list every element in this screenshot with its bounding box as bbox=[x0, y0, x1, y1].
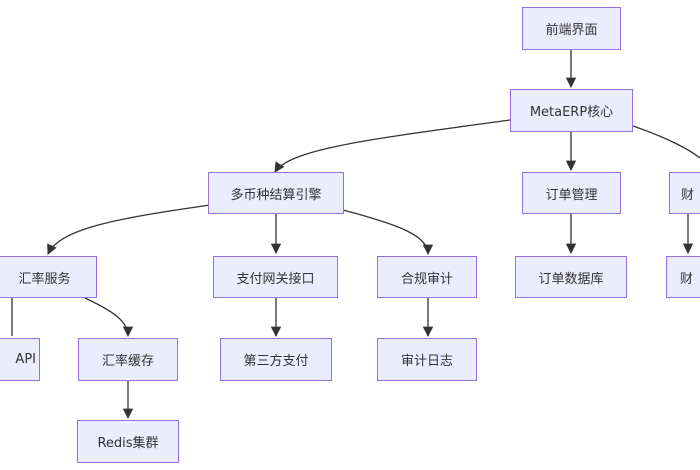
node-fx-cache: 汇率缓存 bbox=[78, 338, 178, 381]
node-order-mgmt-label: 订单管理 bbox=[545, 187, 598, 203]
node-third-party-pay: 第三方支付 bbox=[220, 338, 332, 381]
node-core: MetaERP核心 bbox=[510, 89, 633, 132]
node-order-db: 订单数据库 bbox=[515, 256, 627, 298]
node-frontend: 前端界面 bbox=[522, 7, 621, 50]
edge-settlement-to-fx-service bbox=[47, 204, 211, 255]
node-redis: Redis集群 bbox=[77, 420, 179, 463]
node-settlement-label: 多币种结算引擎 bbox=[230, 187, 322, 203]
node-audit-log-label: 审计日志 bbox=[400, 354, 453, 369]
node-fx-service: 汇率服务 bbox=[0, 256, 97, 298]
node-finance-child: 财 bbox=[666, 256, 700, 298]
node-frontend-label: 前端界面 bbox=[545, 23, 598, 38]
node-compliance: 合规审计 bbox=[377, 256, 477, 298]
node-third-party-pay-label: 第三方支付 bbox=[243, 354, 309, 369]
node-payment-gateway-label: 支付网关接口 bbox=[236, 271, 315, 287]
node-settlement: 多币种结算引擎 bbox=[208, 172, 344, 214]
node-order-mgmt: 订单管理 bbox=[522, 172, 621, 214]
node-redis-label: Redis集群 bbox=[97, 436, 159, 451]
edge-fx-service-to-fx-cache bbox=[84, 297, 134, 338]
node-finance-label: 财 bbox=[681, 187, 695, 203]
node-order-db-label: 订单数据库 bbox=[538, 271, 604, 287]
edge-core-to-finance bbox=[632, 125, 700, 159]
edge-settlement-to-compliance bbox=[342, 209, 434, 256]
node-finance-child-label: 财 bbox=[680, 271, 694, 287]
node-fx-service-label: 汇率服务 bbox=[18, 271, 71, 287]
node-core-label: MetaERP核心 bbox=[529, 105, 614, 120]
node-payment-gateway: 支付网关接口 bbox=[213, 256, 338, 298]
node-fx-api: API bbox=[0, 338, 40, 381]
edge-core-to-settlement bbox=[274, 119, 511, 173]
node-fx-api-label: API bbox=[15, 352, 36, 367]
node-finance: 财 bbox=[669, 172, 700, 214]
node-compliance-label: 合规审计 bbox=[400, 271, 453, 287]
node-fx-cache-label: 汇率缓存 bbox=[101, 354, 154, 369]
node-audit-log: 审计日志 bbox=[377, 338, 477, 381]
